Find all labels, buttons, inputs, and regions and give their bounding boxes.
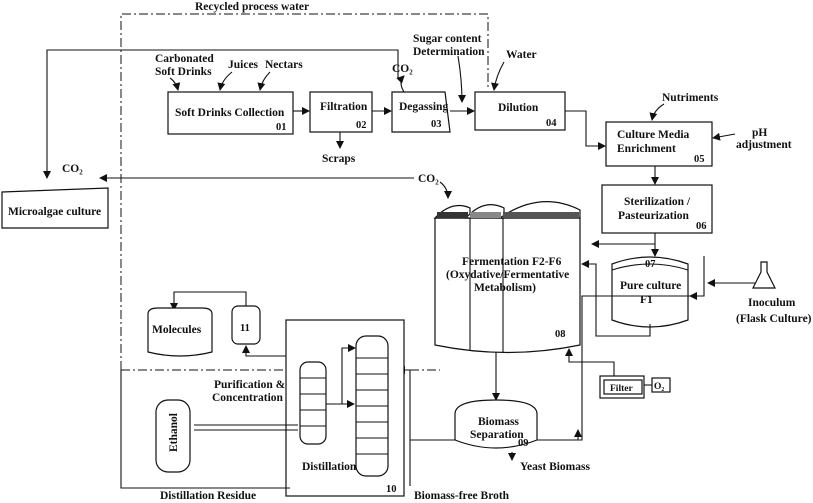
step-number: 10 [386, 484, 397, 495]
recycled-water-label: Recycled process water [195, 1, 309, 13]
fermentation-label-1: Fermentation F2-F6 [462, 256, 562, 268]
step-number: 03 [431, 119, 442, 130]
filtration-box: Filtration 02 [309, 91, 373, 133]
biomass-label-1: Biomass [478, 416, 519, 428]
step-number: 07 [645, 259, 656, 270]
recycled-water-loop: Recycled process water [120, 1, 489, 371]
scraps-label: Scraps [322, 153, 356, 165]
ethanol-label: Ethanol [168, 413, 180, 452]
step-number: 08 [555, 329, 566, 340]
sterilization-label-2: Pasteurization [618, 210, 690, 222]
broth-label: Biomass-free Broth [414, 490, 510, 502]
co2-left-label: CO₂ [62, 163, 83, 175]
step-number: 04 [546, 118, 557, 129]
sugar-content-label: Sugar content [413, 33, 482, 45]
o2-label: O₂ [654, 382, 664, 392]
enrich-label-2: Enrichment [617, 143, 676, 155]
juices-label: Juices [228, 59, 259, 71]
culture-enrichment-box: Culture Media Enrichment 05 [605, 121, 713, 167]
dilution-label: Dilution [498, 102, 539, 114]
yeast-biomass-label: Yeast Biomass [520, 461, 590, 473]
pure-culture-label-2: F1 [640, 294, 653, 306]
fermentation-tanks: Fermentation F2-F6 (Oxydative/Fermentati… [433, 201, 581, 354]
microalgae-label: Microalgae culture [8, 206, 101, 218]
molecules-box: Molecules [147, 307, 213, 357]
distillation-label: Distillation [302, 461, 357, 473]
soft-drinks-label: Soft Drinks [155, 66, 212, 78]
filter-label: Filter [610, 384, 633, 394]
biomass-separation-vessel: Biomass Separation 09 [454, 399, 538, 449]
residue-label: Distillation Residue [160, 490, 256, 502]
biomass-label-2: Separation [470, 429, 524, 441]
flask-icon [752, 261, 776, 289]
step-number: 06 [696, 221, 707, 232]
step-number: 02 [356, 120, 367, 131]
step-number: 01 [276, 122, 287, 133]
pure-culture-vessel: 07 Pure culture F1 [611, 256, 689, 328]
dilution-box: Dilution 04 [474, 91, 566, 131]
nutriments-label: Nutriments [662, 92, 719, 104]
soft-collection-label: Soft Drinks Collection [175, 107, 285, 119]
step-number: 05 [694, 154, 705, 165]
nectars-label: Nectars [265, 59, 303, 71]
carbonated-label: Carbonated [155, 53, 214, 65]
pure-culture-label-1: Pure culture [620, 280, 681, 292]
degassing-label: Degassing [399, 101, 448, 113]
step-number: 11 [240, 323, 250, 334]
filtration-label: Filtration [320, 101, 368, 113]
co2-mid-label: CO₂ [418, 173, 439, 185]
ph-label: pH [752, 127, 767, 139]
ph-adjustment-label: adjustment [736, 139, 792, 151]
filter-unit: Filter O₂ [599, 375, 671, 399]
determination-label: Determination [413, 46, 485, 58]
ethanol-tank: Ethanol [155, 399, 191, 473]
microalgae-culture-box: Microalgae culture [1, 187, 109, 229]
step-number: 09 [518, 438, 529, 449]
inoculum-label-1: Inoculum [748, 297, 796, 309]
degassing-box: Degassing 03 [391, 91, 451, 133]
inoculum-label-2: (Flask Culture) [736, 313, 812, 325]
sterilization-box: Sterilization / Pasteurization 06 [601, 184, 713, 234]
molecules-label: Molecules [152, 324, 202, 336]
co2-degassing-label: CO₂ [392, 63, 413, 75]
fermentation-label-3: Metabolism) [474, 282, 536, 294]
sterilization-label-1: Sterilization / [624, 196, 691, 208]
soft-drinks-collection-box: Soft Drinks Collection 01 [167, 91, 294, 135]
purification-label-1: Purification & [214, 379, 286, 391]
distillation-block: Distillation 10 [285, 319, 405, 497]
water-label: Water [506, 49, 537, 61]
purification-label-2: Concentration [212, 392, 284, 404]
purification-vessel: 11 [231, 305, 261, 345]
fermentation-label-2: (Oxydative/Fermentative [446, 269, 569, 281]
enrich-label-1: Culture Media [617, 129, 690, 141]
